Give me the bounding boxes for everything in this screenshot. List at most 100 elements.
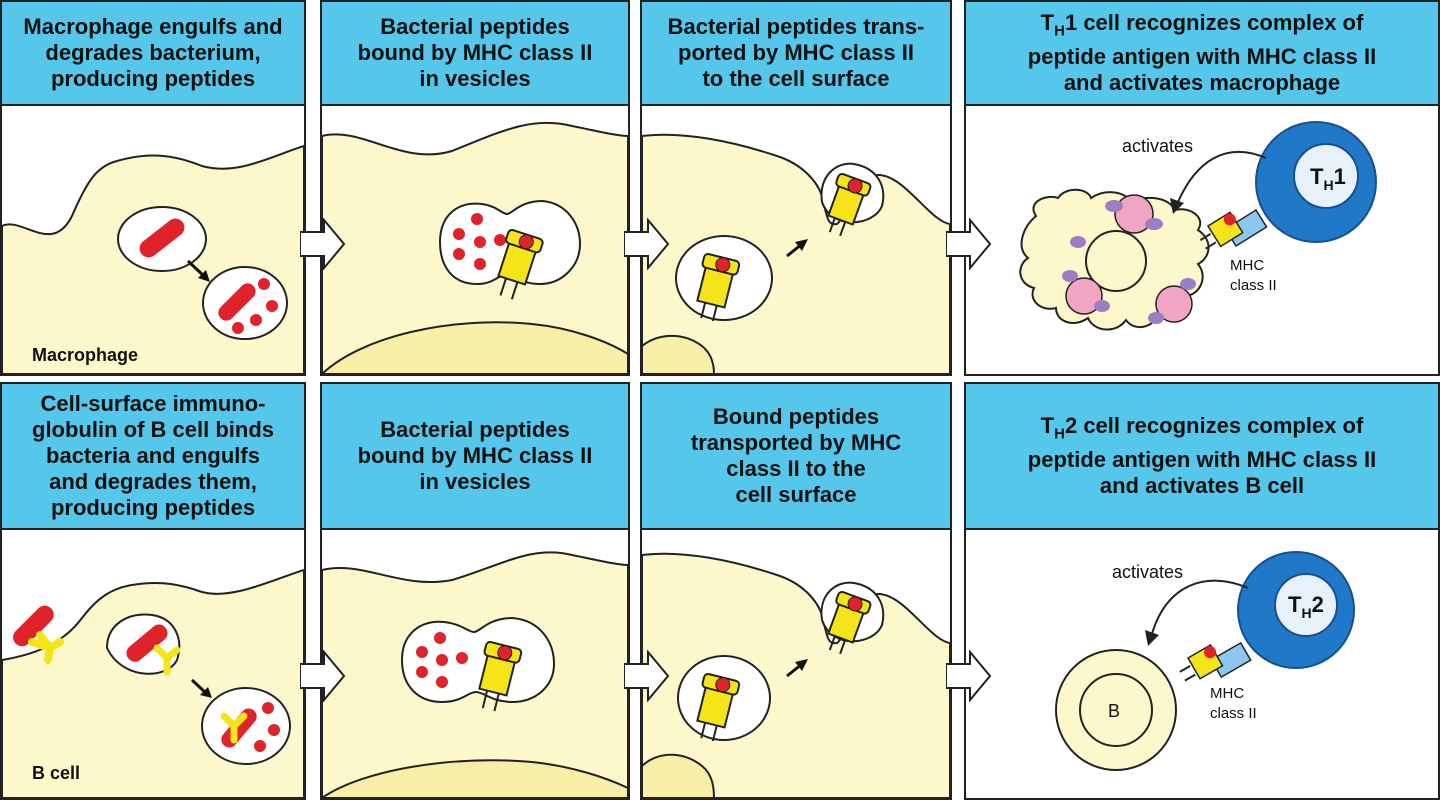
panel-illustration: Macrophage xyxy=(2,106,304,374)
mhc-class-ii-molecule xyxy=(497,229,544,300)
peptide xyxy=(471,213,483,225)
panel-caption: Bacterial peptides bound by MHC class II… xyxy=(357,14,593,91)
panel-caption: Macrophage engulfs and degrades bacteriu… xyxy=(23,14,283,91)
peptide xyxy=(436,654,448,666)
fusing-vesicles xyxy=(400,616,556,704)
connector-arrow xyxy=(946,218,992,270)
caption-prefix: T xyxy=(1040,9,1055,35)
panel-illustration xyxy=(322,530,628,798)
arrow-head xyxy=(795,659,808,671)
cell-label-b-cell: B cell xyxy=(32,763,81,783)
mhc-label-line1: MHC xyxy=(1230,257,1264,274)
panel-caption: TH2 cell recognizes complex of peptide a… xyxy=(1028,413,1376,499)
activates-label: activates xyxy=(1112,562,1183,582)
panel-illustration xyxy=(642,106,950,374)
mhc-class-ii-molecule xyxy=(827,173,872,237)
mhc-class-ii-molecule xyxy=(827,591,872,655)
panel-illustration xyxy=(642,530,950,798)
bacterium xyxy=(126,624,168,662)
panel-caption-box: TH1 cell recognizes complex of peptide a… xyxy=(966,2,1438,106)
panel-caption: Bacterial peptides trans- ported by MHC … xyxy=(667,14,925,91)
surface-immunoglobulin xyxy=(28,631,64,664)
nucleus xyxy=(322,759,628,798)
arrow-head xyxy=(795,239,808,251)
surface-immunoglobulin xyxy=(220,712,248,744)
b-cell-nucleus xyxy=(1079,673,1153,747)
th2-cell-label: TH2 xyxy=(1288,592,1324,621)
activates-arrow-head xyxy=(1170,198,1184,214)
caption-prefix: T xyxy=(1040,412,1055,438)
peptide xyxy=(416,666,428,678)
caption-main: 1 cell recognizes complex of peptide ant… xyxy=(1027,9,1377,96)
caption-subscript: H xyxy=(1054,425,1065,443)
panel-caption: Cell-surface immuno- globulin of B cell … xyxy=(32,391,274,520)
panel-caption-box: Bacterial peptides bound by MHC class II… xyxy=(322,2,628,106)
connector-arrow xyxy=(624,650,670,702)
panel-caption-box: Bacterial peptides bound by MHC class II… xyxy=(322,384,628,530)
caption-main: 2 cell recognizes complex of peptide ant… xyxy=(1027,412,1377,499)
surface-immunoglobulin xyxy=(153,644,181,676)
lysosome xyxy=(1062,270,1078,282)
panel-caption: Bound peptides transported by MHC class … xyxy=(690,404,902,507)
panel-th2-activates-b-cell: TH2 cell recognizes complex of peptide a… xyxy=(964,382,1440,800)
connector-arrow xyxy=(300,218,346,270)
mhc-label-line2: class II xyxy=(1230,277,1277,294)
nucleus xyxy=(642,753,716,798)
mhc-class-ii-molecule xyxy=(478,641,523,712)
nucleus xyxy=(322,321,628,374)
panel-b-cell-engulfs: Cell-surface immuno- globulin of B cell … xyxy=(0,382,306,800)
phagolysosome xyxy=(1065,277,1103,315)
panel-peptides-bound-mhc-bcell: Bacterial peptides bound by MHC class II… xyxy=(320,382,630,800)
panel-caption-box: Bacterial peptides trans- ported by MHC … xyxy=(642,2,950,106)
peptide xyxy=(453,248,465,260)
bacterium xyxy=(13,605,54,647)
bacterium xyxy=(139,218,185,258)
peptide xyxy=(494,234,506,246)
peptide xyxy=(434,632,446,644)
mhc-label-line2: class II xyxy=(1210,705,1257,722)
mhc-label-line1: MHC xyxy=(1210,685,1244,702)
panel-illustration xyxy=(322,106,628,374)
caption-subscript: H xyxy=(1054,22,1065,40)
peptide xyxy=(250,314,262,326)
th1-cell-label: TH1 xyxy=(1310,164,1346,193)
connector-arrow xyxy=(624,218,670,270)
panel-caption-box: TH2 cell recognizes complex of peptide a… xyxy=(966,384,1438,530)
peptide xyxy=(436,676,448,688)
arrow-head xyxy=(198,270,210,282)
peptide xyxy=(474,236,486,248)
panel-illustration: B cell xyxy=(2,530,304,798)
connector-arrow xyxy=(300,650,346,702)
activates-arrow xyxy=(1151,579,1249,635)
panel-th1-activates-macrophage: TH1 cell recognizes complex of peptide a… xyxy=(964,0,1440,376)
peptide xyxy=(474,258,486,270)
panel-caption-box: Bound peptides transported by MHC class … xyxy=(642,384,950,530)
peptide xyxy=(453,228,465,240)
panel-caption: Bacterial peptides bound by MHC class II… xyxy=(357,417,593,494)
lysosome xyxy=(1145,218,1163,230)
panel-peptides-bound-mhc: Bacterial peptides bound by MHC class II… xyxy=(320,0,630,376)
peptide xyxy=(232,322,244,334)
arrow-head xyxy=(200,687,212,698)
panel-macrophage-engulfs: Macrophage engulfs and degrades bacteriu… xyxy=(0,0,306,376)
phagolysosome xyxy=(1155,285,1193,323)
panel-caption: TH1 cell recognizes complex of peptide a… xyxy=(1028,10,1376,96)
activates-arrow-head xyxy=(1145,630,1159,646)
mhc-class-ii-molecule xyxy=(1199,211,1244,250)
macrophage-nucleus xyxy=(1085,230,1147,292)
phagolysosome xyxy=(1114,194,1154,234)
mhc-class-ii-molecule xyxy=(696,673,741,742)
peptide xyxy=(258,278,270,290)
peptide xyxy=(456,652,468,664)
peptide xyxy=(268,724,280,736)
peptide xyxy=(416,646,428,658)
th2-cell-inner xyxy=(1274,573,1338,637)
lysosome xyxy=(1070,236,1086,248)
panel-illustration: B TH2 activates MHC class II xyxy=(966,530,1438,798)
panel-caption-box: Macrophage engulfs and degrades bacteriu… xyxy=(2,2,304,106)
nucleus xyxy=(642,334,716,374)
panel-bound-peptides-transport: Bound peptides transported by MHC class … xyxy=(640,382,952,800)
b-cell-label: B xyxy=(1108,701,1120,721)
lysosome xyxy=(1180,278,1196,290)
activates-arrow xyxy=(1177,150,1267,203)
